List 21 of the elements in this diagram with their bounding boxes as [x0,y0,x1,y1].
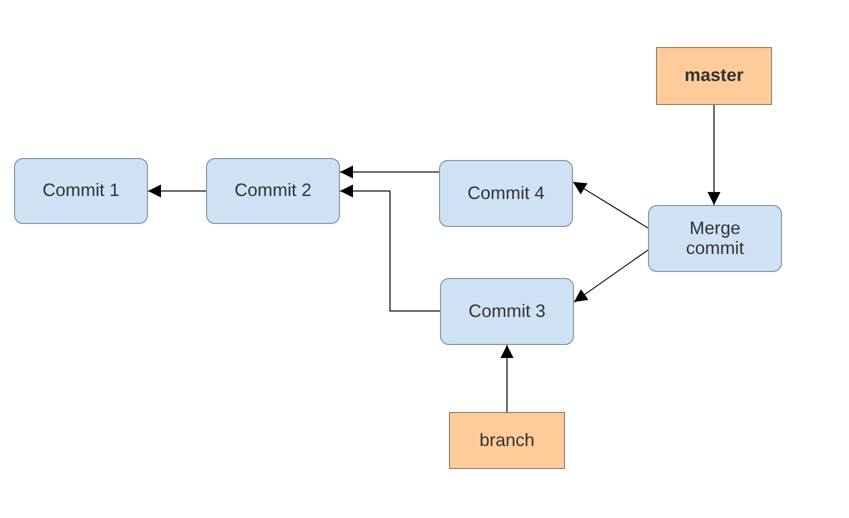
node-label: Merge commit [685,218,745,258]
commit-box [206,158,340,224]
node-label: Commit 1 [41,181,120,201]
commit-box [648,205,782,272]
branch-label-box [656,47,772,105]
commit-box [439,160,573,227]
arrow [340,184,440,312]
node-label: Commit 3 [467,302,546,322]
arrow [500,344,514,412]
node-label: branch [478,430,536,450]
branch-label-box [449,412,565,469]
commit-box [14,158,148,224]
node-label: master [683,66,745,86]
commit-box [440,278,574,345]
arrow [708,104,720,206]
node-label: Commit 4 [466,184,546,204]
arrow [340,166,440,178]
arrow [574,250,648,302]
node-label: Commit 2 [233,181,312,201]
arrow [572,182,648,228]
arrow [148,184,206,198]
